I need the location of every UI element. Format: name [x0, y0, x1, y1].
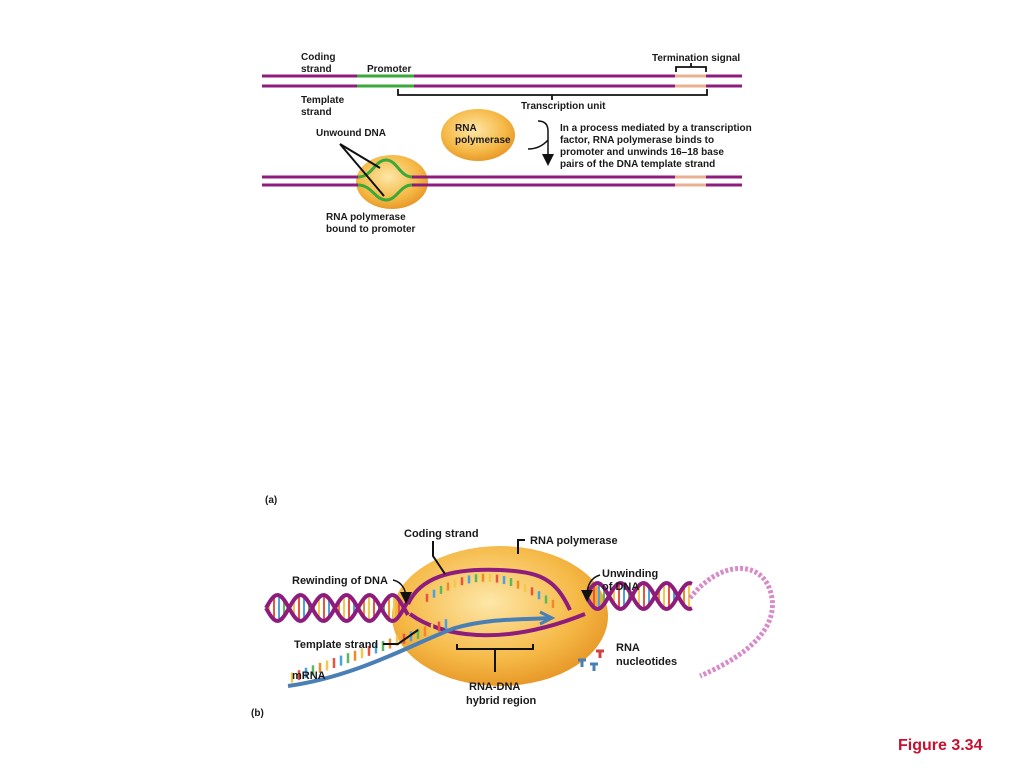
rewinding-label: Rewinding of DNA	[292, 575, 388, 587]
coding-strand-leader	[432, 541, 446, 575]
rewinding-arrow	[392, 579, 412, 604]
termination-signal-label: Termination signal	[652, 53, 740, 64]
mrna-bases	[290, 619, 448, 683]
rna-polymerase-label: RNA polymerase	[455, 123, 511, 146]
template-strand-path	[408, 612, 586, 638]
hybrid-region-label: RNA-DNA hybrid region	[466, 681, 537, 707]
termination-region	[675, 74, 706, 88]
figure-label: Figure 3.34	[898, 737, 983, 754]
rna-polymerase-large	[392, 546, 608, 686]
unwound-dna-bubble	[357, 158, 413, 202]
bound-polymerase-label: RNA polymerase bound to promoter	[326, 212, 416, 235]
process-note: In a process mediated by a transcription…	[560, 123, 755, 170]
rna-polymerase-label-b: RNA polymerase	[530, 535, 618, 547]
rna-nucleotides-icon	[578, 649, 604, 671]
template-strand-leader	[383, 629, 419, 645]
template-strand-label: Template strand	[301, 95, 347, 118]
coding-strand-arc	[406, 567, 572, 611]
coding-strand-label-b: Coding strand	[404, 528, 479, 540]
promoter-region	[357, 74, 414, 88]
dna-double-strand-bottom	[262, 175, 742, 187]
dna-double-strand-top	[262, 74, 742, 88]
promoter-label: Promoter	[367, 64, 412, 75]
unwinding-label: Unwinding of DNA	[602, 568, 661, 593]
mrna-arrowhead	[539, 610, 556, 626]
panel-a-label: (a)	[265, 495, 277, 506]
transcription-unit-bracket	[397, 89, 708, 100]
helix-backbone	[264, 592, 410, 624]
termination-bracket	[675, 63, 707, 72]
unwound-dna-pointer	[339, 143, 385, 197]
transcription-unit-label: Transcription unit	[521, 101, 606, 112]
coding-strand-label: Coding strand	[301, 52, 338, 75]
mrna-label: mRNA	[292, 670, 326, 682]
unwound-dna-label: Unwound DNA	[316, 128, 386, 139]
panel-b-label: (b)	[251, 708, 264, 719]
rna-nucleotides-label: RNA nucleotides	[616, 642, 677, 668]
rna-polymerase-leader	[517, 539, 525, 554]
process-arrow	[537, 120, 554, 166]
coding-strand-bases	[418, 573, 562, 613]
panel-b: Coding strand RNA polymerase Rewinding o…	[251, 528, 775, 719]
dna-tail	[688, 565, 775, 679]
dna-helix-left	[264, 592, 410, 624]
template-strand-label-b: Template strand	[294, 639, 378, 651]
helix-backbone	[584, 580, 693, 612]
hybrid-region-bracket	[456, 644, 534, 672]
mrna-strand	[287, 616, 551, 688]
process-brace	[527, 139, 549, 150]
unwinding-arrow	[581, 574, 601, 602]
rna-polymerase-free	[441, 109, 515, 161]
helix-backbone	[584, 580, 693, 612]
panel-a: Coding strand Promoter Termination signa…	[262, 52, 755, 506]
